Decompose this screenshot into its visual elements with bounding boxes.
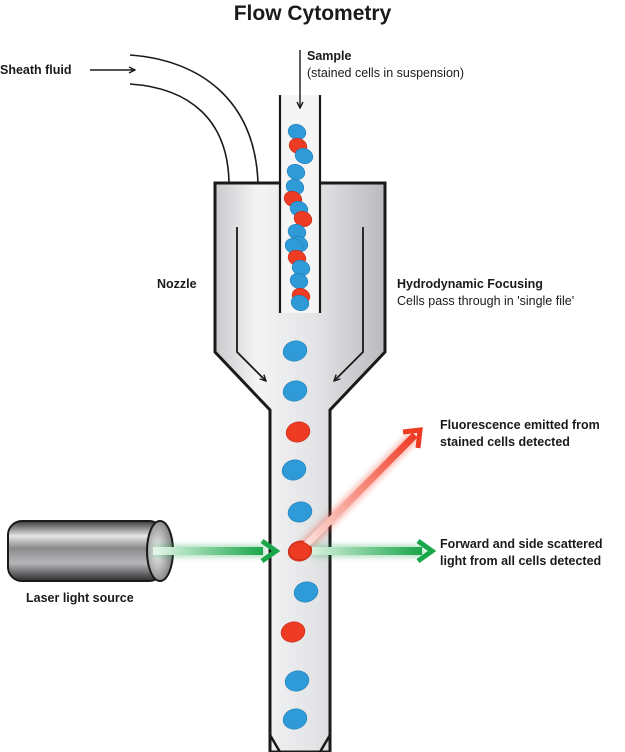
unstained-cell — [289, 273, 309, 289]
unstained-cell — [284, 670, 310, 692]
stained-cell — [285, 421, 311, 443]
unstained-cell — [290, 295, 310, 311]
unstained-cell — [282, 380, 308, 402]
diagram-title: Flow Cytometry — [233, 2, 392, 25]
unstained-cell — [294, 148, 314, 164]
nozzle-label: Nozzle — [157, 277, 197, 291]
scatter-label-line2: light from all cells detected — [440, 554, 602, 568]
sample-label: Sample — [307, 49, 352, 63]
sheath-tube-inner — [129, 83, 230, 184]
sample-cells — [283, 124, 314, 311]
fluorescence-label-line1: Fluorescence emitted from — [440, 418, 600, 432]
sample-sublabel: (stained cells in suspension) — [307, 66, 465, 80]
hydrodynamic-focusing-label: Hydrodynamic Focusing — [397, 277, 543, 291]
laser-beam-arrow — [153, 538, 281, 564]
sheath-fluid-label: Sheath fluid — [0, 63, 72, 77]
hydrodynamic-focusing-sublabel: Cells pass through in 'single file' — [397, 294, 575, 308]
focusing-arrow-left — [236, 227, 266, 381]
fluorescence-label-line2: stained cells detected — [440, 435, 570, 449]
unstained-cell — [293, 581, 319, 603]
laser-label: Laser light source — [26, 591, 134, 605]
focusing-arrow-right — [334, 227, 364, 381]
laser-source — [7, 520, 174, 582]
unstained-cell — [281, 459, 307, 481]
stained-cell — [280, 621, 306, 643]
unstained-cell — [282, 340, 308, 362]
scatter-label-line1: Forward and side scattered — [440, 537, 603, 551]
sheath-tube-outer — [129, 54, 259, 184]
detected-cell — [288, 541, 312, 561]
unstained-cell — [282, 708, 308, 730]
scatter-beam-arrow — [312, 538, 437, 564]
fluorescence-beam-arrow — [298, 427, 423, 553]
unstained-cell — [287, 501, 313, 523]
